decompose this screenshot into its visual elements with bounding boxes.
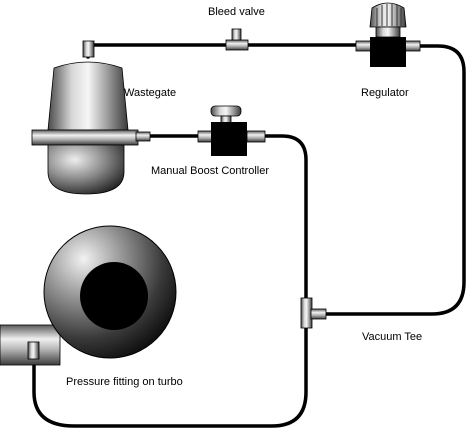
hose-mbc-to-tee — [260, 134, 308, 302]
wastegate-top-fitting — [82, 40, 95, 58]
hose-regulator-to-tee — [318, 44, 466, 316]
turbo — [0, 225, 177, 366]
label-manual-boost-controller: Manual Boost Controller — [151, 165, 270, 177]
vacuum-tee — [300, 297, 327, 329]
pressure-fitting — [27, 341, 40, 360]
label-regulator: Regulator — [361, 87, 409, 99]
bleed-valve — [225, 28, 249, 51]
hose-tee-to-turbo — [32, 322, 308, 428]
hose-wastegate-to-regulator — [86, 43, 358, 59]
label-bleed-valve: Bleed valve — [208, 6, 265, 18]
manual-boost-controller — [197, 105, 266, 156]
vacuum-hose — [32, 43, 466, 428]
wastegate — [31, 61, 151, 195]
label-pressure-fitting: Pressure fitting on turbo — [66, 376, 183, 388]
turbo-inlet — [80, 262, 148, 330]
regulator — [355, 2, 421, 67]
label-wastegate: Wastegate — [124, 87, 177, 99]
label-vacuum-tee: Vacuum Tee — [362, 331, 423, 343]
